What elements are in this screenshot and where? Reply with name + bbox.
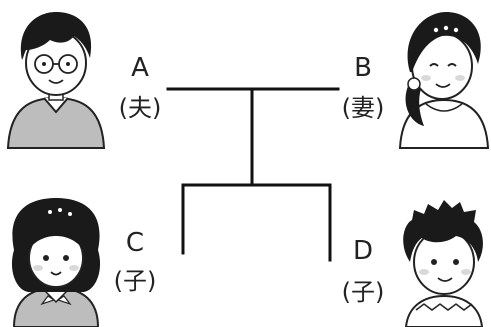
member-c-role: (子): [113, 267, 157, 295]
member-d-letter: D: [352, 236, 374, 266]
boy-with-spiky-hair-icon: [403, 200, 484, 327]
girl-with-bangs-icon: [11, 198, 101, 327]
member-a-role: (夫): [118, 94, 162, 122]
member-d-role: (子): [341, 278, 385, 306]
member-b-role: (妻): [341, 94, 385, 122]
member-c-letter: C: [125, 228, 145, 258]
tree-connectors: [166, 87, 340, 262]
member-b-letter: B: [354, 53, 372, 83]
woman-with-ponytail-icon: [398, 12, 490, 149]
man-with-glasses-icon: [6, 12, 106, 149]
member-a-letter: A: [131, 53, 149, 83]
